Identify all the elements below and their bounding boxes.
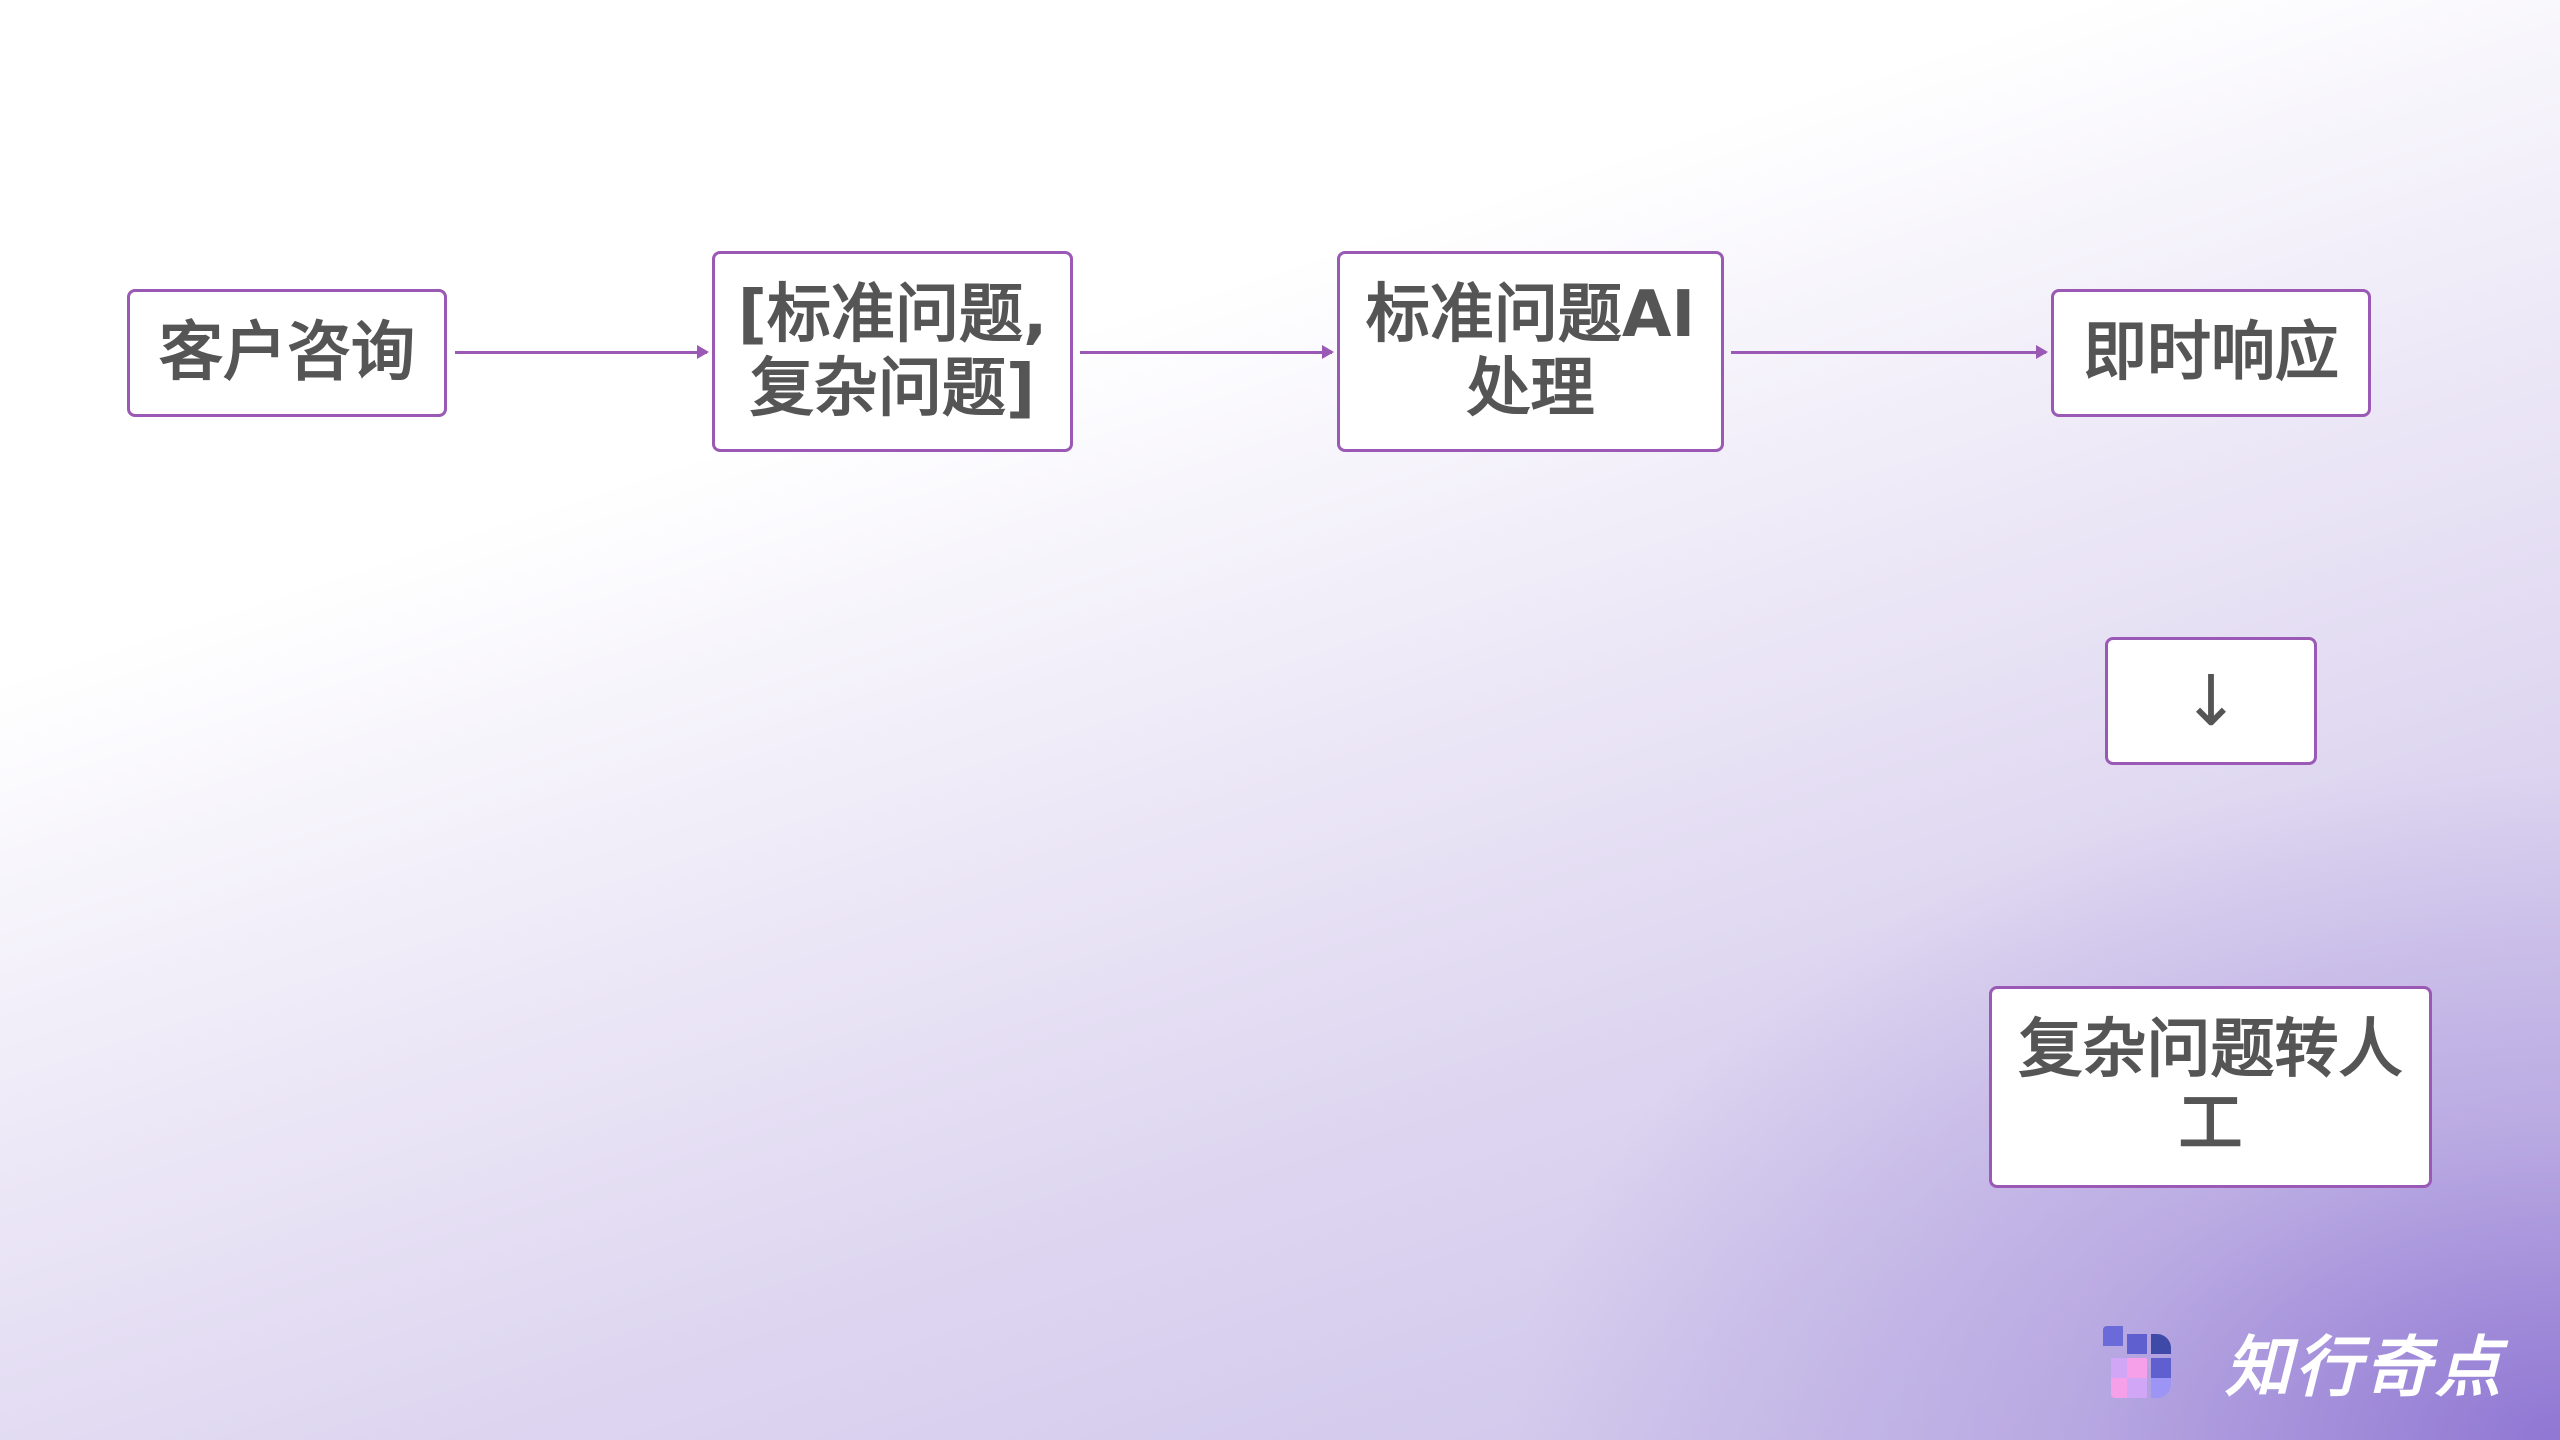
node-label: [标准问题, 复杂问题] (737, 277, 1048, 426)
flow-node-ai-processing: 标准问题AI 处理 (1337, 251, 1724, 452)
flow-node-instant-response: 即时响应 (2051, 289, 2371, 417)
node-label: 客户咨询 (159, 316, 415, 390)
arrow-2 (1080, 345, 1334, 359)
logo-text: 知行奇点 (2225, 1329, 2505, 1406)
flow-node-down-arrow: ↓ (2105, 637, 2317, 765)
node-label: 复杂问题转人 工 (2018, 1013, 2403, 1161)
logo: 知行奇点 (2103, 1314, 2505, 1410)
pixel-grid-logo-icon (2103, 1326, 2175, 1398)
arrow-3 (1731, 345, 2048, 359)
flow-node-customer-inquiry: 客户咨询 (127, 289, 447, 417)
node-label: 标准问题AI 处理 (1365, 277, 1696, 426)
node-label: 即时响应 (2083, 316, 2339, 390)
flow-node-question-types: [标准问题, 复杂问题] (712, 251, 1073, 452)
down-arrow-icon: ↓ (2181, 660, 2241, 742)
flow-node-human-transfer: 复杂问题转人 工 (1989, 986, 2432, 1188)
arrow-1 (455, 345, 709, 359)
